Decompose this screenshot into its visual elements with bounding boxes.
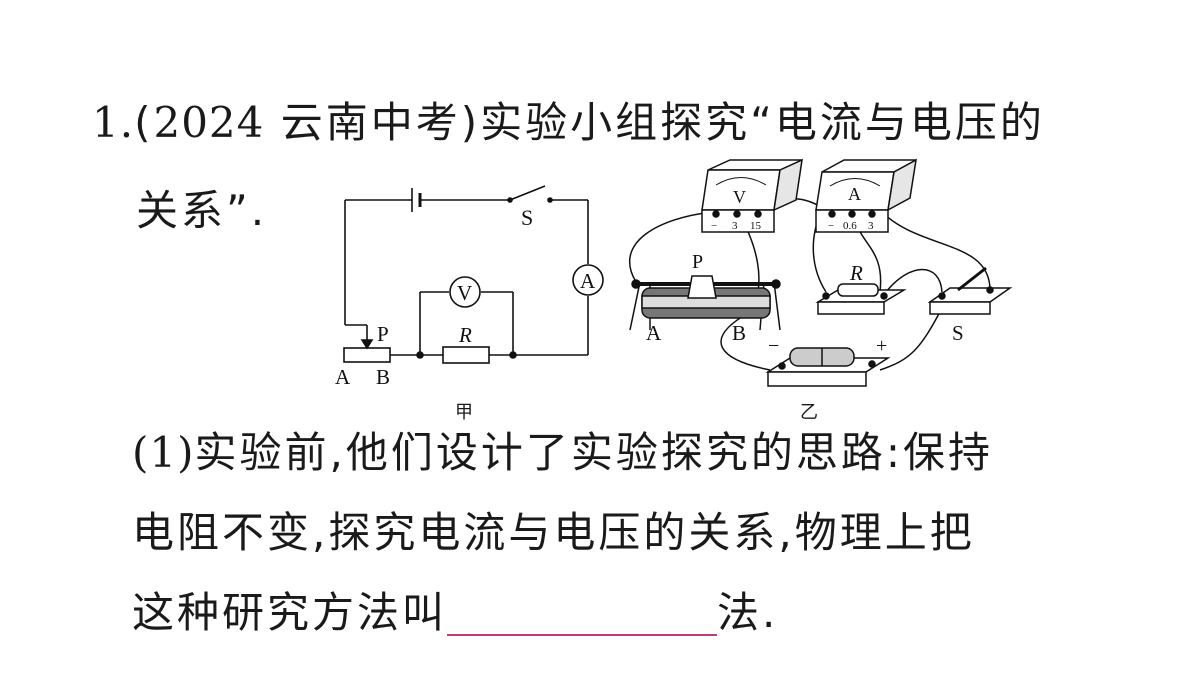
- source-year: 2024: [153, 98, 265, 147]
- question-stem-line1: 1.(2024 云南中考)实验小组探究“电流与电压的: [92, 102, 1045, 144]
- part1-line1: (1)实验前,他们设计了实验探究的思路:保持: [132, 432, 993, 474]
- resistor-device: [815, 283, 907, 315]
- battery-negative: −: [768, 335, 779, 357]
- stem-text-2: 关系”.: [136, 186, 268, 235]
- rheostat-symbol: [343, 347, 391, 363]
- figure-caption-yi: 乙: [800, 402, 818, 423]
- ammeter-terminal-3: 3: [868, 220, 874, 232]
- ammeter-terminal-neg: −: [828, 220, 834, 232]
- battery-device: [765, 347, 891, 387]
- question-stem-line2: 关系”.: [136, 190, 267, 232]
- apparatus-diagram-yi: [629, 158, 1013, 387]
- part1-text-2: 电阻不变,探究电流与电压的关系,物理上把: [132, 508, 975, 557]
- label-voltmeter-v: V: [457, 281, 472, 305]
- part1-label: (1): [132, 428, 195, 477]
- battery-positive: +: [876, 335, 887, 357]
- resistor-symbol: [442, 346, 490, 364]
- switch-blade: [509, 185, 546, 201]
- stem-text-1: 实验小组探究“电流与电压的: [480, 98, 1045, 147]
- part1-line3: 这种研究方法叫法.: [132, 592, 778, 636]
- device-ammeter-symbol: A: [848, 184, 861, 204]
- device-end-a: A: [646, 321, 662, 345]
- answer-blank-underline: [447, 634, 718, 636]
- answer-blank[interactable]: [447, 592, 718, 636]
- label-slider-p: P: [377, 322, 389, 346]
- source-region: 云南中考: [264, 98, 461, 147]
- label-end-a: A: [335, 365, 351, 389]
- device-resistor-r: R: [849, 261, 863, 285]
- ammeter-device: [815, 158, 917, 233]
- device-end-b: B: [732, 321, 746, 345]
- label-end-b: B: [376, 365, 390, 389]
- device-voltmeter-symbol: V: [733, 187, 746, 207]
- voltmeter-terminal-3: 3: [732, 220, 738, 232]
- label-resistor-r: R: [458, 323, 472, 347]
- part1-text-1: 实验前,他们设计了实验探究的思路:保持: [194, 428, 994, 477]
- figure-caption-jia: 甲: [455, 402, 473, 423]
- device-switch-s: S: [952, 321, 964, 345]
- part1-text-3a: 这种研究方法叫: [132, 588, 448, 637]
- source-close: ): [460, 98, 481, 147]
- voltmeter-device: [701, 158, 803, 233]
- ammeter-symbol: [572, 264, 604, 296]
- source-open: (: [134, 98, 154, 147]
- label-switch-s: S: [521, 205, 533, 230]
- device-slider-p: P: [692, 251, 703, 273]
- voltmeter-terminal-neg: −: [711, 220, 717, 232]
- question-number: 1.: [92, 98, 135, 147]
- label-ammeter-a: A: [580, 269, 596, 293]
- part1-text-3b: 法.: [717, 588, 779, 637]
- switch-device: [927, 266, 1013, 315]
- rheostat-device: [629, 275, 781, 331]
- ammeter-terminal-0-6: 0.6: [843, 220, 857, 232]
- voltmeter-symbol: [449, 276, 481, 308]
- voltmeter-terminal-15: 15: [750, 220, 762, 232]
- part1-line2: 电阻不变,探究电流与电压的关系,物理上把: [132, 512, 975, 554]
- circuit-diagram-jia: [343, 185, 604, 364]
